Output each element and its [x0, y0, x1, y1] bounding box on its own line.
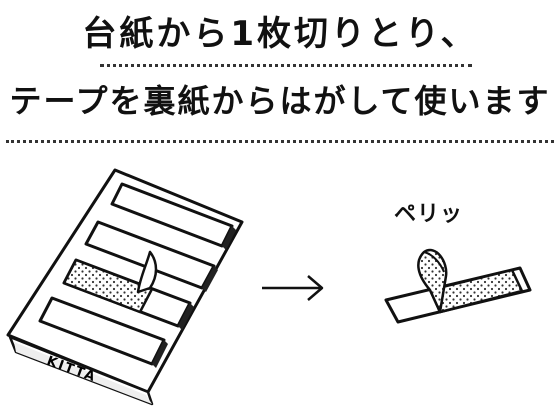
usage-illustration: KITTA	[6, 168, 532, 406]
peel-sound-label: ペリッ	[394, 202, 464, 227]
tape-strip-4	[38, 296, 168, 368]
tape-strip-1	[110, 182, 236, 250]
instruction-line-1: 台紙から1枚切りとり、	[82, 14, 478, 54]
arrow-icon	[262, 275, 324, 301]
tape-strip-3-peeling	[62, 250, 194, 330]
dotted-divider-2	[6, 140, 554, 143]
dotted-divider-1	[100, 64, 472, 67]
peeled-tape	[384, 248, 532, 324]
instruction-line-2: テープを裏紙からはがして使います	[9, 82, 551, 120]
